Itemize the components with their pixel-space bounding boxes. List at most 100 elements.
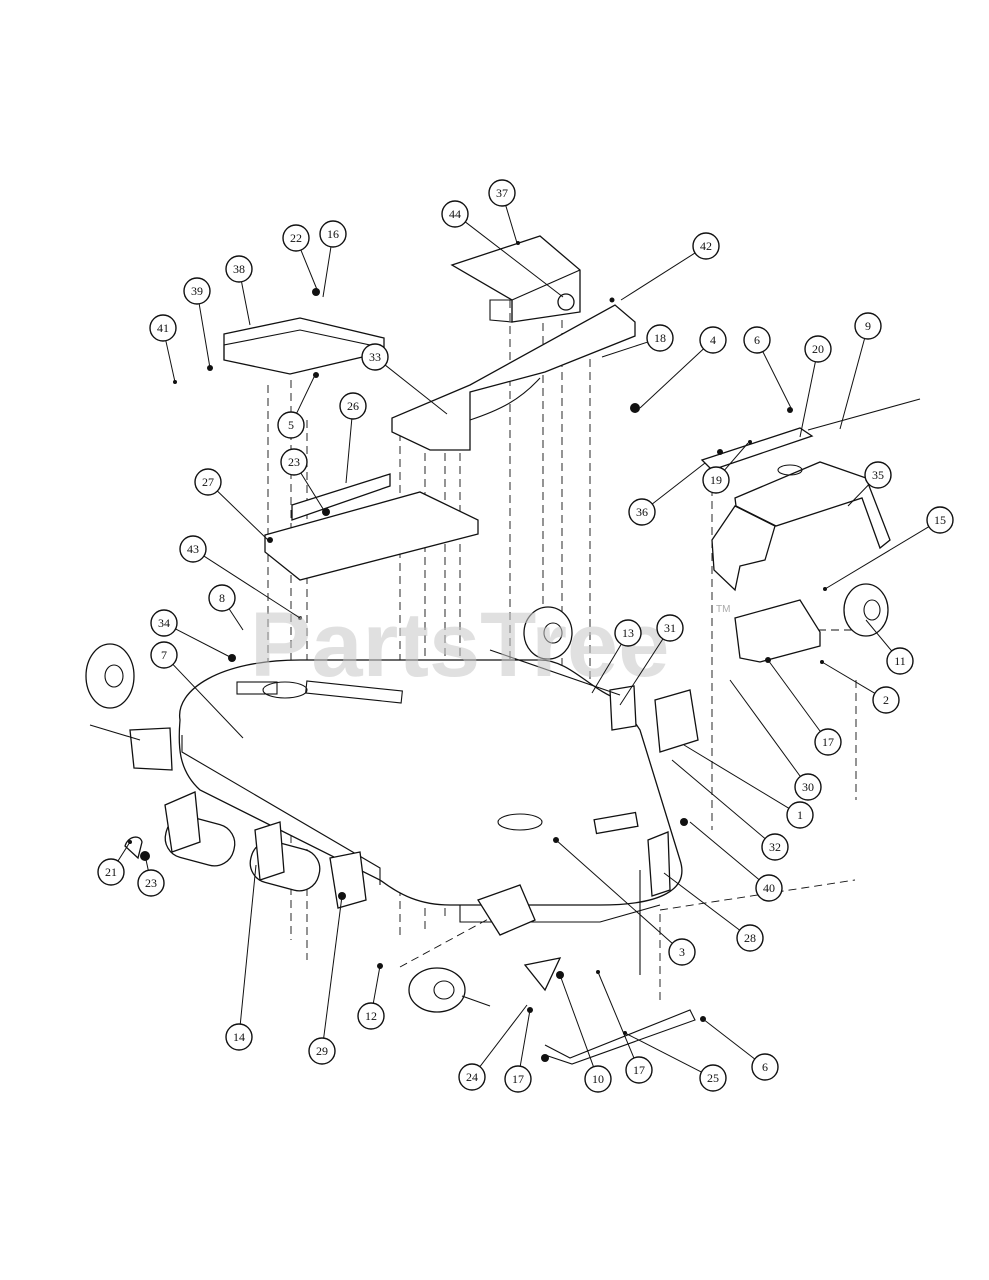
leader-line-c36 [651,462,706,505]
leader-line-c6b [702,1018,756,1060]
callout-number: 17 [822,735,834,749]
callout-number: 42 [700,239,712,253]
callout-circle [804,335,832,363]
callout-c7: 7 [150,641,178,669]
callout-circle [488,179,516,207]
leader-line-c24 [479,1004,528,1067]
callout-circle [926,506,954,534]
callout-circle [614,619,642,647]
callout-circle [208,584,236,612]
callout-circle [319,220,347,248]
callout-number: 16 [327,227,339,241]
callout-number: 10 [592,1072,604,1086]
callout-c11: 11 [886,647,914,675]
callout-c40: 40 [755,874,783,902]
callout-c10: 10 [584,1065,612,1093]
callout-circle [751,1053,779,1081]
callout-number: 33 [369,350,381,364]
callout-c33: 33 [361,343,389,371]
leader-line-c1 [683,744,790,809]
callout-circle [755,874,783,902]
callout-c6a: 6 [743,326,771,354]
leader-line-c29 [323,895,343,1039]
leader-line-c31 [619,638,664,706]
leader-line-c30 [729,679,801,777]
callout-circle [761,833,789,861]
callout-number: 26 [347,399,359,413]
callout-circle [308,1037,336,1065]
callout-circle [504,1065,532,1093]
callout-leader-lines [117,205,930,1073]
callout-circle [194,468,222,496]
callout-circle [736,924,764,952]
callout-c17a: 17 [814,728,842,756]
callout-number: 34 [158,616,170,630]
callout-number: 24 [466,1070,478,1084]
leader-line-c35 [847,483,870,507]
leader-line-c34 [175,628,233,659]
callout-c23b: 23 [137,869,165,897]
callout-circle [872,686,900,714]
callout-c34: 34 [150,609,178,637]
leader-line-c13 [591,643,622,694]
leader-line-c12 [372,965,381,1004]
callout-number: 20 [812,342,824,356]
callout-c42: 42 [692,232,720,260]
callout-c22: 22 [282,224,310,252]
callout-c44: 44 [441,200,469,228]
leader-line-c15 [824,526,930,590]
callout-number: 6 [762,1060,768,1074]
callout-number: 22 [290,231,302,245]
callout-circle [339,392,367,420]
leader-line-c23a [300,472,326,513]
callout-number: 13 [622,626,634,640]
callout-c29: 29 [308,1037,336,1065]
callout-number: 27 [202,475,214,489]
callout-number: 15 [934,513,946,527]
callout-c27: 27 [194,468,222,496]
callout-c43: 43 [179,535,207,563]
leader-line-c32 [671,759,766,839]
callout-circle [441,200,469,228]
callout-number: 4 [710,333,716,347]
callout-circle [656,614,684,642]
callout-circle [225,1023,253,1051]
leader-line-c20 [799,361,816,438]
callout-circle [357,1002,385,1030]
callout-circle [692,232,720,260]
leader-line-c17c [597,971,635,1059]
callout-c39: 39 [183,277,211,305]
leader-line-c11 [865,619,893,652]
callout-c2: 2 [872,686,900,714]
callout-c13: 13 [614,619,642,647]
callout-c37: 37 [488,179,516,207]
callout-circle [280,448,308,476]
callout-number: 41 [157,321,169,335]
leader-line-c17a [767,659,821,732]
callout-c15: 15 [926,506,954,534]
leader-line-c42 [620,252,696,301]
callout-circle [628,498,656,526]
callout-c26: 26 [339,392,367,420]
callout-number: 6 [754,333,760,347]
leader-line-c16 [322,246,332,298]
leader-line-c28 [663,872,740,931]
leader-line-c18 [601,341,648,358]
callout-number: 29 [316,1044,328,1058]
callout-circle [625,1056,653,1084]
callout-circle [864,461,892,489]
callout-number: 21 [105,865,117,879]
callout-c17b: 17 [504,1065,532,1093]
callout-number: 31 [664,621,676,635]
leader-line-c9 [839,338,866,430]
mower-deck [178,659,683,923]
callout-number: 9 [865,319,871,333]
callout-circle [794,773,822,801]
leader-line-c7 [172,664,244,739]
callout-circle [183,277,211,305]
caster-wheels [85,583,889,1013]
leader-line-c2 [821,661,876,694]
callout-circle [458,1063,486,1091]
callout-circle [786,801,814,829]
callout-number: 32 [769,840,781,854]
